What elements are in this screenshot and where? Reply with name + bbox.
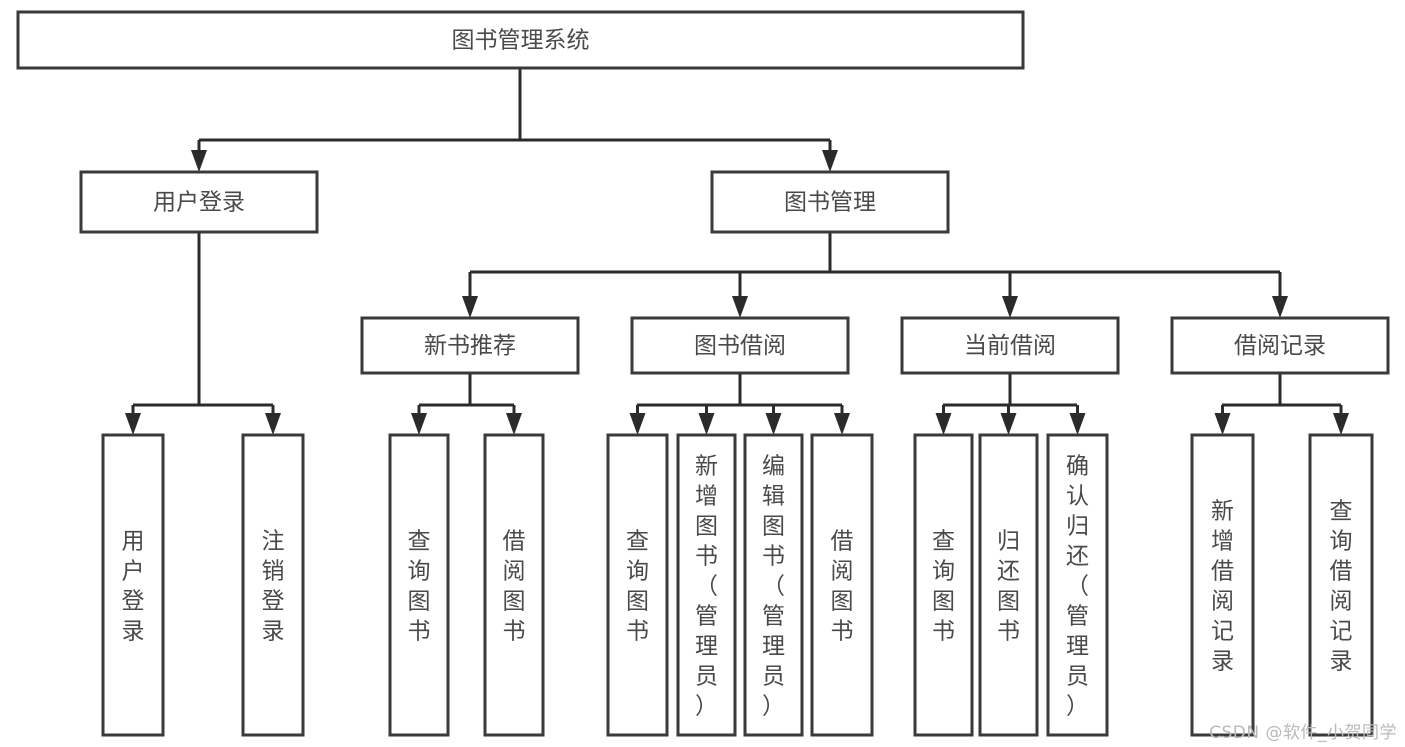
node-label: 图书管理	[784, 190, 876, 216]
node-label: 新增借阅记录	[1211, 498, 1234, 674]
node-label: 查询图书	[626, 528, 649, 644]
node-root-1[interactable]: 图书管理系统	[16, 10, 1025, 70]
node-level3-2[interactable]: 图书借阅	[630, 316, 850, 375]
node-label: 当前借阅	[964, 333, 1056, 359]
node-leaf-8[interactable]: 借阅图书	[810, 433, 874, 737]
watermark-label: CSDN @软件_小贺同学	[1209, 723, 1397, 743]
arrow-head-icon	[834, 413, 850, 435]
node-box[interactable]	[483, 433, 545, 737]
arrow-head-icon	[1333, 413, 1349, 435]
node-label: 用户登录	[153, 190, 245, 216]
node-label: 图书管理系统	[452, 28, 590, 54]
arrow-head-icon	[629, 413, 646, 435]
arrow-head-icon	[191, 150, 207, 172]
node-leaf-7[interactable]: 编辑图书（管理员）	[743, 433, 804, 737]
node-label: 图书借阅	[694, 333, 786, 359]
node-leaf-10[interactable]: 归还图书	[978, 433, 1039, 737]
node-box[interactable]	[913, 433, 974, 737]
node-box[interactable]	[101, 433, 165, 737]
arrow-head-icon	[506, 413, 522, 435]
node-label: 归还图书	[997, 528, 1020, 644]
node-label: 新书推荐	[424, 333, 516, 359]
node-level2-2[interactable]: 图书管理	[710, 170, 950, 234]
node-box[interactable]	[16, 10, 1025, 70]
node-leaf-4[interactable]: 借阅图书	[483, 433, 545, 737]
arrow-head-icon	[732, 296, 748, 318]
node-box[interactable]	[1308, 433, 1374, 737]
arrow-head-icon	[698, 413, 715, 435]
node-label: 借阅图书	[831, 528, 854, 644]
node-box[interactable]	[360, 316, 580, 375]
node-box[interactable]	[1046, 433, 1109, 737]
node-box[interactable]	[606, 433, 669, 737]
node-label: 查询借阅记录	[1330, 498, 1353, 674]
node-leaf-12[interactable]: 新增借阅记录	[1190, 433, 1255, 737]
node-label: 借阅记录	[1234, 333, 1326, 359]
node-leaf-13[interactable]: 查询借阅记录	[1308, 433, 1374, 737]
node-box[interactable]	[241, 433, 305, 737]
node-level3-1[interactable]: 新书推荐	[360, 316, 580, 375]
arrow-head-icon	[935, 413, 952, 435]
arrow-head-icon	[462, 296, 478, 318]
node-box[interactable]	[1170, 316, 1390, 375]
node-level3-3[interactable]: 当前借阅	[900, 316, 1120, 375]
arrow-head-icon	[411, 413, 427, 435]
node-box[interactable]	[388, 433, 450, 737]
node-box[interactable]	[978, 433, 1039, 737]
node-label: 查询图书	[408, 528, 431, 644]
node-box[interactable]	[1190, 433, 1255, 737]
arrow-head-icon	[265, 413, 281, 435]
arrow-head-icon	[1272, 296, 1288, 318]
node-box[interactable]	[676, 433, 737, 737]
node-box[interactable]	[630, 316, 850, 375]
node-label: 查询图书	[932, 528, 955, 644]
node-box[interactable]	[79, 170, 319, 234]
node-box[interactable]	[900, 316, 1120, 375]
node-label: 新增图书（管理员）	[695, 453, 718, 719]
node-label: 用户登录	[122, 528, 145, 644]
node-box[interactable]	[810, 433, 874, 737]
node-leaf-2[interactable]: 注销登录	[241, 433, 305, 737]
node-leaf-9[interactable]: 查询图书	[913, 433, 974, 737]
node-leaf-5[interactable]: 查询图书	[606, 433, 669, 737]
arrow-head-icon	[1002, 296, 1018, 318]
node-level2-1[interactable]: 用户登录	[79, 170, 319, 234]
arrow-head-icon	[125, 413, 141, 435]
arrow-head-icon	[822, 150, 838, 172]
node-leaf-1[interactable]: 用户登录	[101, 433, 165, 737]
arrow-head-icon	[1069, 413, 1086, 435]
node-leaf-6[interactable]: 新增图书（管理员）	[676, 433, 737, 737]
node-label: 借阅图书	[503, 528, 526, 644]
node-label: 编辑图书（管理员）	[762, 453, 785, 719]
arrow-head-icon	[1000, 413, 1017, 435]
node-level3-4[interactable]: 借阅记录	[1170, 316, 1390, 375]
node-box[interactable]	[743, 433, 804, 737]
node-label: 确认归还（管理员）	[1066, 453, 1089, 719]
arrow-head-icon	[1214, 413, 1231, 435]
node-leaf-11[interactable]: 确认归还（管理员）	[1046, 433, 1109, 737]
node-leaf-3[interactable]: 查询图书	[388, 433, 450, 737]
connectors-layer	[125, 68, 1349, 435]
arrow-head-icon	[765, 413, 782, 435]
nodes-layer: 图书管理系统用户登录图书管理新书推荐图书借阅当前借阅借阅记录用户登录注销登录查询…	[16, 10, 1390, 737]
node-label: 注销登录	[262, 528, 285, 644]
node-box[interactable]	[710, 170, 950, 234]
